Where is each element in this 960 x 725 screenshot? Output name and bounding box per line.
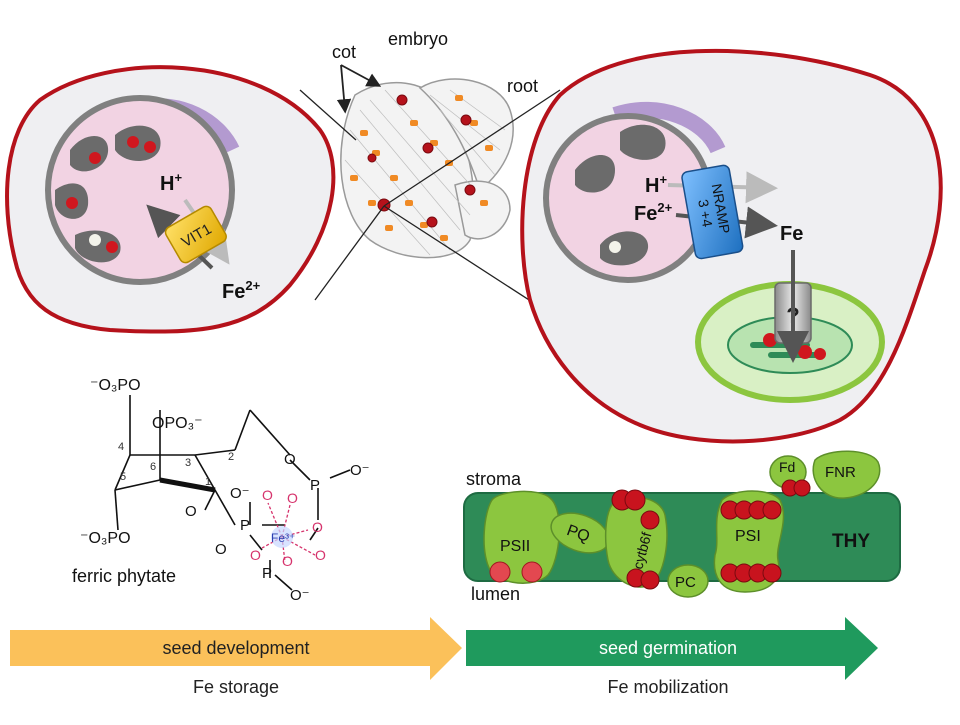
seed-development-label: seed development [162,638,309,658]
right-h-plus: H+ [645,172,667,197]
thylakoid-panel: stroma lumen PSII PQ cytb6f PC PSI Fd FN… [463,450,901,604]
timeline: seed development Fe storage seed germina… [10,617,878,697]
atom-o-a: O [284,451,296,468]
left-storage-cell: H+ Fe2+ VIT1 [5,65,336,334]
atom-o-b: O [185,503,197,520]
seed-germination-arrow [466,617,878,680]
phytate-name: ferric phytate [72,566,176,586]
atom-p-a: P [310,477,320,494]
atom-p-b: P [240,517,250,534]
label-thy: THY [832,531,870,552]
phytate-group-top-mid: OPO₃⁻ [152,415,203,432]
fe3-halo [271,526,293,548]
psii-complex [483,490,560,584]
pink-o-c: O [312,519,323,535]
atom-o-minus-a: O⁻ [350,462,370,479]
label-pc: PC [675,574,696,591]
left-iron-dots [66,136,156,253]
phytate-group-bottom-left: ⁻O₃PO [80,530,131,547]
label-pq: PQ [564,522,592,546]
embryo-root [418,78,514,192]
ring-number-2: 2 [228,451,234,463]
label-cot: cot [332,42,356,62]
embryo-endodermis-cells [350,95,493,241]
ring-number-3: 3 [185,457,191,469]
label-fnr: FNR [825,464,856,481]
fd-iron [781,479,811,497]
atom-o-minus-b: O⁻ [230,485,250,502]
right-fe-out: Fe [780,223,803,245]
pink-o-d: O [250,547,261,563]
fnr-molecule [812,450,881,499]
psii-iron [489,561,543,583]
cot-pointer-1 [336,64,352,114]
label-embryo: embryo [388,29,448,49]
phytate-atoms: O P O⁻ O⁻ P O O P O⁻ [185,451,370,604]
seed-germination-label: seed germination [599,638,737,658]
embryo-illustration [340,78,514,259]
pink-o-a: O [262,487,273,503]
nramp-transporter: NRAMP 3 +4 [681,164,744,260]
fe-mobilization-label: Fe mobilization [607,677,728,697]
phytate-fe3: Fe³⁺ [271,531,295,545]
ring-number-4: 4 [118,441,124,453]
pc-molecule [667,564,709,598]
right-cell-purple-cap [612,101,726,154]
nramp-label-2: 3 +4 [695,198,716,228]
label-lumen: lumen [471,584,520,604]
psi-iron [720,500,782,583]
left-fe2-plus: Fe2+ [222,278,261,303]
cytb6f-iron [611,489,660,590]
zoom-lines [299,89,561,321]
atom-p-c: P [262,565,272,582]
left-h-plus: H+ [160,170,182,195]
phytate-group-top-left: ⁻O₃PO [90,377,141,394]
seed-development-arrow [10,617,462,680]
embryo-iron-spots [367,94,476,228]
label-stroma: stroma [466,469,522,489]
label-psi: PSI [735,528,761,545]
right-white-vesicle [609,241,621,253]
fe-storage-label: Fe storage [193,677,279,697]
label-fd: Fd [779,459,795,475]
ring-number-1: 1 [205,476,211,488]
phytate-ring-numbers: 1 2 3 4 5 6 [118,441,234,488]
ring-number-6: 6 [150,461,156,473]
atom-o-minus-c: O⁻ [290,587,310,604]
right-fe2-plus: Fe2+ [634,200,673,225]
pink-o-e: O [282,553,293,569]
phytate-pink-oxygens: O O O O O O [250,487,326,569]
atom-o-c: O [215,541,227,558]
cot-pointer-2 [340,64,382,87]
label-root: root [507,76,538,96]
left-white-vesicle [89,234,101,246]
embryo-hypocotyl [454,180,511,240]
vit1-transporter: VIT1 [164,205,227,264]
pink-o-b: O [287,490,298,506]
right-globoids [575,124,666,266]
ring-number-5: 5 [120,471,126,483]
label-psii: PSII [500,538,530,555]
ferric-phytate-structure [114,395,351,591]
pink-o-f: O [315,547,326,563]
right-mobilization-cell: H+ Fe2+ NRAMP 3 +4 Fe ? [520,48,943,444]
